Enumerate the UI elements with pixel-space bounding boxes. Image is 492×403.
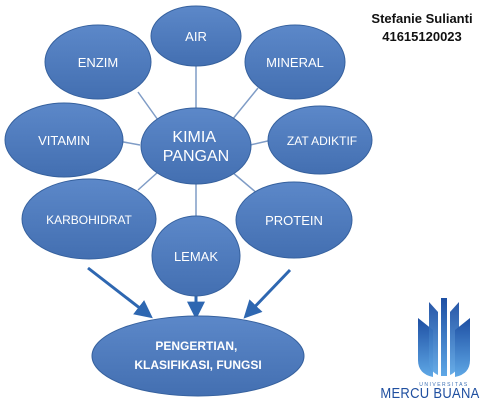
result-line-2: KLASIFIKASI, FUNGSI	[134, 358, 261, 372]
node-karbohidrat-shape	[21, 178, 157, 260]
node-air-label: AIR	[185, 29, 207, 44]
connector-lines	[117, 62, 273, 222]
node-vitamin: VITAMIN	[4, 102, 124, 178]
result-arrows	[87, 266, 292, 320]
logo-emblem-icon	[418, 298, 470, 377]
node-karbohidrat-label: KARBOHIDRAT	[46, 213, 132, 227]
arrow-right	[243, 268, 292, 319]
connector-protein	[231, 171, 259, 195]
author-block: Stefanie Sulianti 41615120023	[352, 10, 492, 46]
node-vitamin-shape	[4, 102, 124, 178]
node-lemak-label: LEMAK	[174, 249, 218, 264]
result-node-label: PENGERTIAN, KLASIFIKASI, FUNGSI	[134, 339, 261, 372]
node-lemak-shape	[151, 215, 241, 297]
connector-mineral	[231, 87, 259, 121]
center-node-shape	[140, 107, 252, 185]
node-vitamin-label: VITAMIN	[38, 133, 90, 148]
center-node-label: KIMIA PANGAN	[163, 129, 229, 165]
node-mineral-label: MINERAL	[266, 55, 324, 70]
node-zat-adiktif-label: ZAT ADIKTIF	[287, 134, 357, 148]
node-zat-adiktif: ZAT ADIKTIF	[267, 105, 373, 175]
node-enzim-label: ENZIM	[78, 55, 118, 70]
result-line-1: PENGERTIAN,	[155, 339, 237, 353]
logo-name: MERCU BUANA	[380, 384, 480, 401]
center-line-1: KIMIA	[172, 129, 216, 146]
node-enzim-shape	[44, 24, 152, 100]
node-protein-shape	[235, 181, 353, 259]
node-mineral-shape	[244, 24, 346, 100]
result-node-shape	[91, 315, 305, 397]
node-protein: PROTEIN	[235, 181, 353, 259]
author-id: 41615120023	[382, 29, 462, 44]
node-enzim: ENZIM	[44, 24, 152, 100]
author-name: Stefanie Sulianti	[371, 11, 473, 26]
connector-karbohidrat	[137, 171, 159, 191]
university-logo: UNIVERSITAS MERCU BUANA	[380, 298, 480, 401]
node-zat-adiktif-shape	[267, 105, 373, 175]
result-node: PENGERTIAN, KLASIFIKASI, FUNGSI	[91, 315, 305, 397]
arrow-left	[87, 266, 153, 319]
node-air: AIR	[150, 5, 242, 67]
node-protein-label: PROTEIN	[265, 213, 323, 228]
node-air-shape	[150, 5, 242, 67]
node-mineral: MINERAL	[244, 24, 346, 100]
connector-enzim	[137, 91, 159, 121]
center-node: KIMIA PANGAN	[140, 107, 252, 185]
center-line-2: PANGAN	[163, 148, 229, 165]
node-lemak: LEMAK	[151, 215, 241, 297]
node-karbohidrat: KARBOHIDRAT	[21, 178, 157, 260]
logo-small-text: UNIVERSITAS	[419, 382, 468, 388]
